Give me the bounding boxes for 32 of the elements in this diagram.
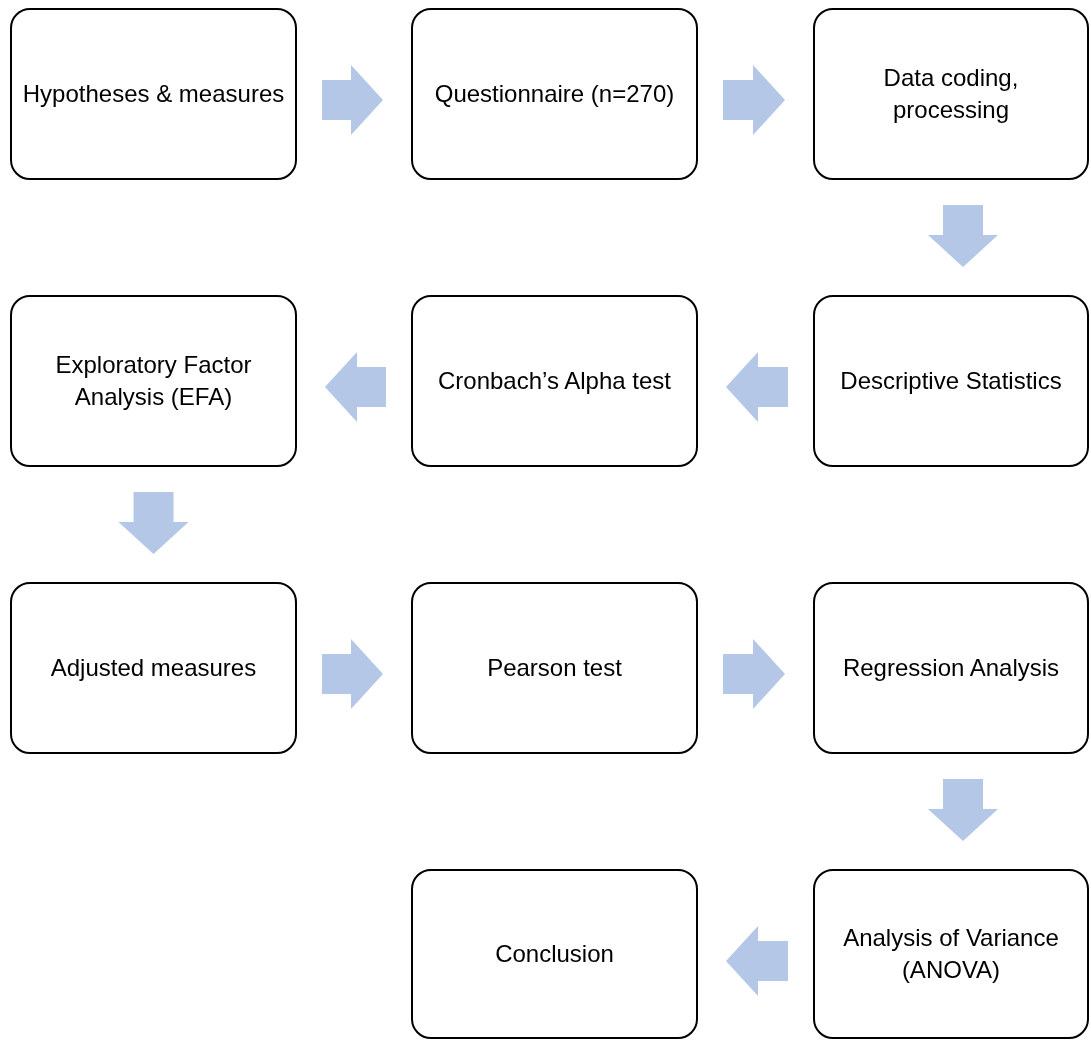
block-arrow — [726, 352, 788, 422]
block-arrow — [726, 926, 788, 996]
step-label: Descriptive Statistics — [840, 365, 1062, 396]
process-box — [10, 8, 297, 180]
process-box — [411, 295, 698, 467]
step-label: Conclusion — [495, 938, 614, 969]
process-box — [411, 869, 698, 1039]
block-arrow — [723, 65, 785, 135]
process-box — [10, 295, 297, 467]
process-box — [411, 8, 698, 180]
step-label: Cronbach’s Alpha test — [437, 365, 671, 396]
block-arrow — [118, 492, 189, 554]
step-label: Hypotheses & measures — [22, 78, 285, 109]
process-box — [10, 582, 297, 754]
block-arrow — [325, 352, 386, 422]
step-label: Adjusted measures — [50, 652, 257, 683]
process-box — [813, 8, 1089, 180]
block-arrow — [322, 639, 383, 709]
step-label: Analysis of Variance (ANOVA) — [842, 922, 1060, 985]
block-arrow — [322, 65, 383, 135]
step-label: Exploratory Factor Analysis (EFA) — [54, 349, 253, 412]
block-arrow — [723, 639, 785, 709]
step-label: Data coding, processing — [882, 62, 1020, 125]
block-arrow — [928, 205, 998, 267]
process-box — [813, 582, 1089, 754]
step-label: Questionnaire (n=270) — [434, 78, 675, 109]
step-label: Regression Analysis — [842, 652, 1060, 683]
block-arrow — [928, 779, 998, 841]
process-box — [813, 869, 1089, 1039]
process-box — [411, 582, 698, 754]
process-box — [813, 295, 1089, 467]
step-label: Pearson test — [487, 652, 622, 683]
